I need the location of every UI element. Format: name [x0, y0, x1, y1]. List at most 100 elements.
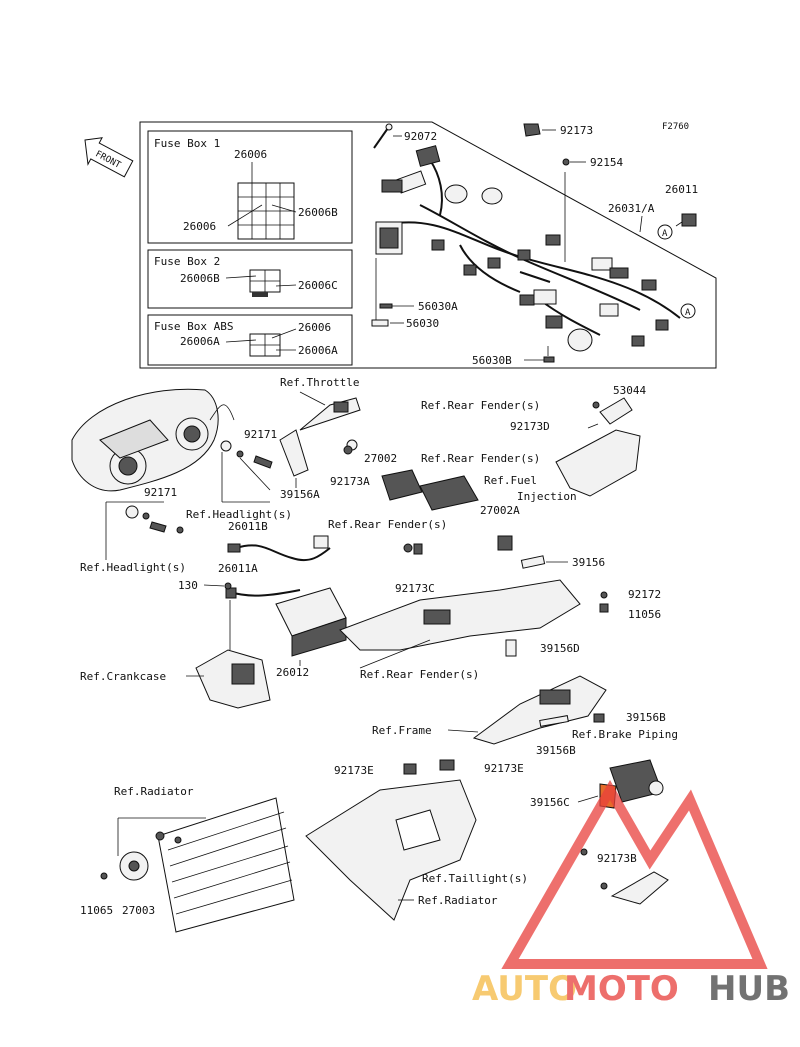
radiator-fan-27003	[119, 851, 149, 881]
part-92173e-left: 92173E	[334, 764, 374, 777]
fuse-box-abs-title: Fuse Box ABS	[154, 320, 233, 333]
fuse-box-1-part-left: 26006	[183, 220, 216, 233]
under-tray-bracket	[305, 779, 477, 921]
part-92171-left: 92171	[144, 486, 177, 499]
fuse-box-1-part-top: 26006	[234, 148, 267, 161]
ref-circle-a-1-label: A	[662, 229, 668, 239]
fuse-box-2-title: Fuse Box 2	[154, 255, 220, 268]
ref-fuel-injection-2: Injection	[517, 490, 577, 503]
watermark-text-moto: MOTO	[564, 969, 679, 1009]
screw-92154-icon	[562, 158, 570, 166]
part-92173a: 92173A	[330, 475, 370, 488]
ref-brake-piping: Ref.Brake Piping	[572, 728, 678, 741]
part-92173e-right: 92173E	[484, 762, 524, 775]
bracket-39156a-icon	[279, 429, 309, 477]
part-39156c: 39156C	[530, 796, 570, 809]
ref-radiator-2: Ref.Radiator	[418, 894, 498, 907]
fuse-block-1	[227, 162, 297, 240]
module-27002	[381, 469, 423, 501]
fuse-box-abs-frame	[147, 314, 353, 366]
ref-rear-fender-4: Ref.Rear Fender(s)	[360, 668, 479, 681]
part-26011a: 26011A	[218, 562, 258, 575]
fuse-box-abs-part-top: 26006	[298, 321, 331, 334]
part-27002a: 27002A	[480, 504, 520, 517]
throttle-sensor-harness	[299, 397, 361, 451]
fuse-box-1-frame	[147, 130, 353, 244]
part-26012: 26012	[276, 666, 309, 679]
part-53044: 53044	[613, 384, 646, 397]
part-39156a: 39156A	[280, 488, 320, 501]
ref-crankcase: Ref.Crankcase	[80, 670, 166, 683]
watermark-text-auto: AUTO	[472, 969, 577, 1009]
ref-headlight-2: Ref.Headlight(s)	[80, 561, 186, 574]
ref-rear-fender-1: Ref.Rear Fender(s)	[421, 399, 540, 412]
part-26011: 26011	[665, 183, 698, 196]
harness-group-frame	[139, 121, 717, 369]
ref-circle-a-1	[657, 224, 673, 240]
fuse-box-abs-part-left: 26006A	[180, 335, 220, 348]
part-92173b: 92173B	[597, 852, 637, 865]
part-26031a: 26031/A	[608, 202, 655, 215]
part-92173c: 92173C	[395, 582, 435, 595]
part-27003: 27003	[122, 904, 155, 917]
battery-26012	[275, 587, 347, 657]
frame-section	[472, 675, 607, 745]
sub-harness-26011b	[227, 535, 331, 562]
part-27002: 27002	[364, 452, 397, 465]
part-26011b: 26011B	[228, 520, 268, 533]
taillight-bracket	[600, 871, 669, 905]
fuse-box-2-part-left: 26006B	[180, 272, 220, 285]
headlight-assembly	[71, 388, 235, 492]
ref-headlight-1: Ref.Headlight(s)	[186, 508, 292, 521]
bolt-92072-icon	[373, 123, 393, 149]
ref-rear-fender-2: Ref.Rear Fender(s)	[421, 452, 540, 465]
part-11056: 11056	[628, 608, 661, 621]
fuse-box-1-part-right: 26006B	[298, 206, 338, 219]
ref-throttle: Ref.Throttle	[280, 376, 359, 389]
part-56030: 56030	[406, 317, 439, 330]
fuse-box-abs-part-right: 26006A	[298, 344, 338, 357]
part-39156d: 39156D	[540, 642, 580, 655]
ref-rear-fender-3: Ref.Rear Fender(s)	[328, 518, 447, 531]
rear-fender-tray	[339, 579, 581, 651]
part-39156b-left: 39156B	[536, 744, 576, 757]
ecu-unit	[419, 475, 479, 511]
ref-frame: Ref.Frame	[372, 724, 432, 737]
figure-code: F2760	[662, 122, 689, 132]
fuse-box-1-title: Fuse Box 1	[154, 137, 220, 150]
part-56030a: 56030A	[418, 300, 458, 313]
watermark-logo: AUTO MOTO HUB	[472, 779, 790, 1009]
ref-radiator-1: Ref.Radiator	[114, 785, 194, 798]
ref-circle-a-2-label: A	[685, 308, 691, 318]
fuse-block-2	[225, 269, 297, 297]
watermark-text-hub: HUB	[708, 969, 790, 1009]
ref-taillight: Ref.Taillight(s)	[422, 872, 528, 885]
part-39156: 39156	[572, 556, 605, 569]
part-92171-top: 92171	[244, 428, 277, 441]
fuse-box-2-frame	[147, 249, 353, 309]
part-92154: 92154	[590, 156, 623, 169]
rear-tray-53044	[555, 397, 641, 497]
part-130: 130	[178, 579, 198, 592]
front-arrow-icon: FRONT	[84, 137, 134, 178]
crankcase-section	[195, 649, 271, 709]
radiator-core	[157, 797, 295, 933]
part-56030b: 56030B	[472, 354, 512, 367]
ref-fuel-injection-1: Ref.Fuel	[484, 474, 537, 487]
part-92072: 92072	[404, 130, 437, 143]
fuse-box-2-part-right: 26006C	[298, 279, 338, 292]
part-92172: 92172	[628, 588, 661, 601]
relay-27002a-icon	[497, 535, 513, 551]
abs-unit	[599, 759, 664, 809]
part-92173d: 92173D	[510, 420, 550, 433]
sub-harness-26011a	[225, 587, 301, 599]
main-wiring-harness	[375, 145, 681, 352]
clip-92173-icon	[523, 123, 541, 137]
fuse-block-abs	[225, 328, 297, 357]
relay-26011-icon	[681, 213, 697, 227]
part-92173: 92173	[560, 124, 593, 137]
part-11065: 11065	[80, 904, 113, 917]
part-39156b-right: 39156B	[626, 711, 666, 724]
